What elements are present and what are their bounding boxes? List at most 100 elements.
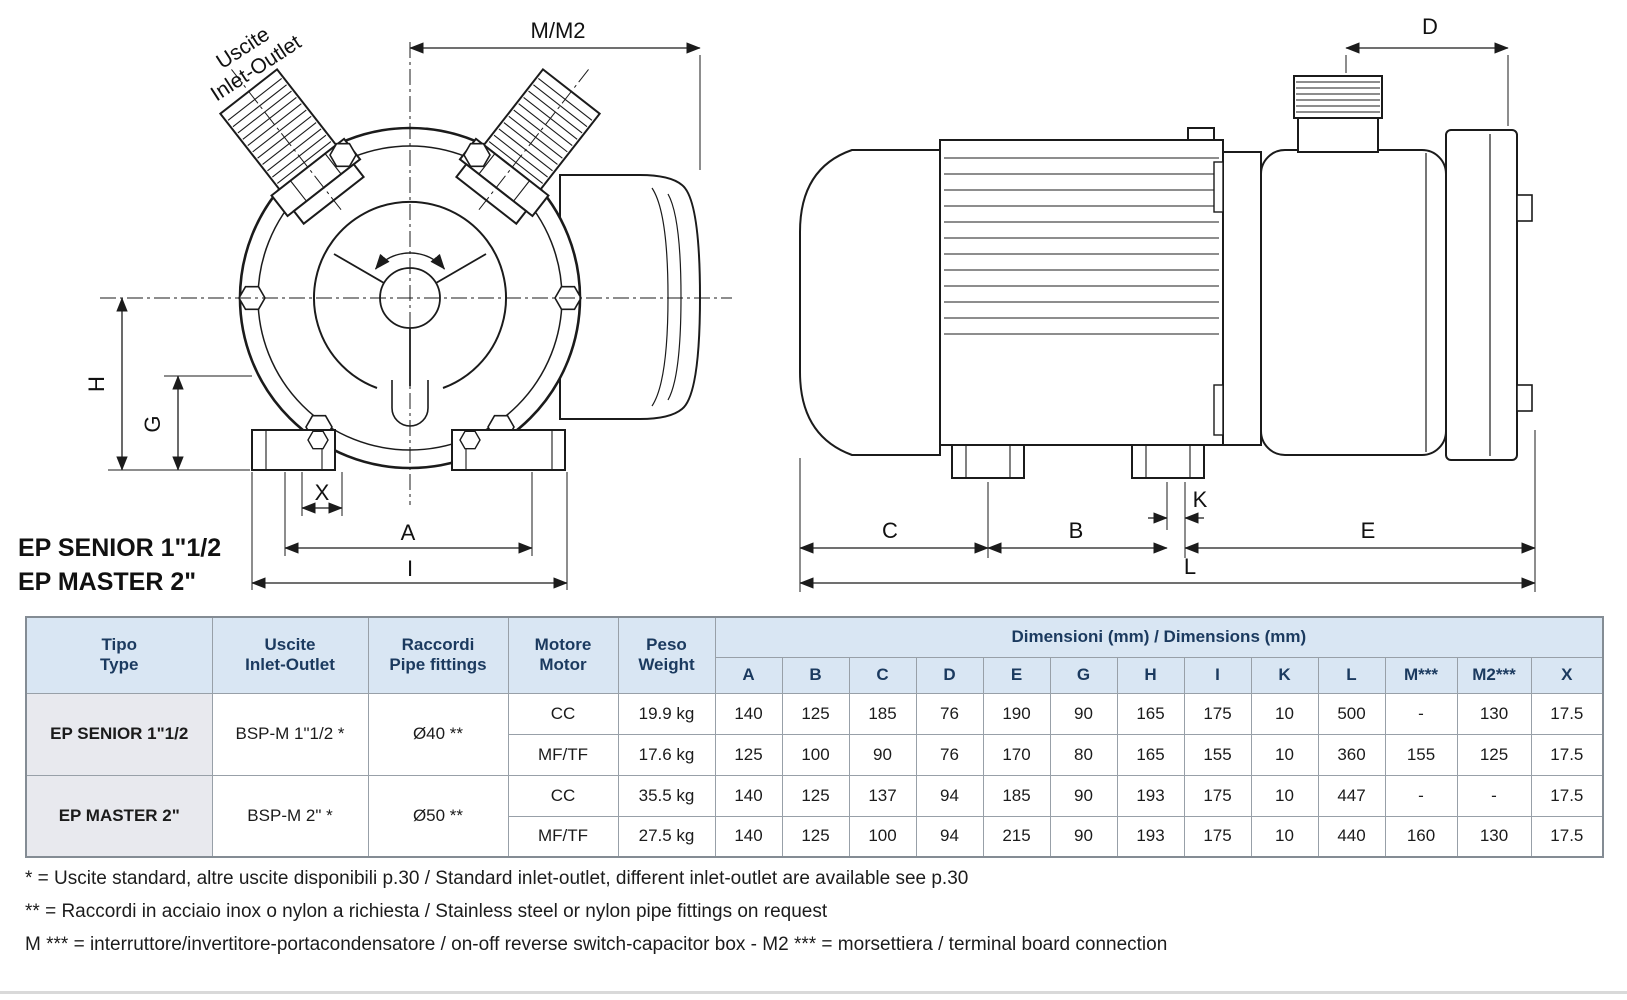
table-header-row-dims: A B C D E G H I K L M*** M2*** X (26, 656, 1604, 694)
cell-dim: 360 (1317, 733, 1386, 776)
footnote-pipe-fittings: ** = Raccordi in acciaio inox o nylon a … (25, 901, 828, 922)
dimension-lines-side (799, 42, 1536, 592)
table-row: MF/TF 27.5 kg 140 125 100 94 215 90 193 … (26, 815, 1604, 858)
cell-motor: MF/TF (507, 733, 619, 776)
dim-label-x: X (315, 480, 330, 505)
front-view-drawing: Uscite Inlet-Outlet M/M2 H G X A I EP SE… (18, 18, 732, 596)
cell-dim: 185 (848, 692, 917, 735)
cell-inlet-outlet-master: BSP-M 2" * (211, 774, 369, 858)
header-tipo-it: Tipo (101, 635, 138, 655)
cell-dim: 175 (1183, 692, 1252, 735)
cell-dim: 165 (1116, 692, 1185, 735)
cell-dim: 100 (781, 733, 850, 776)
dim-label-i: I (407, 556, 413, 581)
dim-label-a: A (401, 520, 416, 545)
cell-dim: - (1456, 774, 1532, 817)
cell-dim: 140 (714, 815, 783, 858)
cell-dim: 155 (1183, 733, 1252, 776)
dim-col-i: I (1183, 656, 1252, 694)
header-uscite-en: Inlet-Outlet (245, 655, 335, 675)
cell-dim: 90 (1049, 774, 1118, 817)
cell-dim: 94 (915, 774, 984, 817)
cell-dim: 160 (1384, 815, 1458, 858)
dim-col-d: D (915, 656, 984, 694)
dim-col-l: L (1317, 656, 1386, 694)
footnotes: * = Uscite standard, altre uscite dispon… (25, 868, 1167, 967)
cell-dim: 125 (781, 774, 850, 817)
cell-dim: 140 (714, 774, 783, 817)
cell-dim: 125 (1456, 733, 1532, 776)
cell-weight: 19.9 kg (617, 692, 716, 735)
top-port-side (1293, 75, 1383, 153)
cell-dim: 190 (982, 692, 1051, 735)
dim-col-m2: M2*** (1456, 656, 1532, 694)
dim-col-c: C (848, 656, 917, 694)
cell-type-master: EP MASTER 2" (25, 774, 213, 858)
model-name-master: EP MASTER 2" (18, 568, 196, 596)
cell-type-senior: EP SENIOR 1"1/2 (25, 692, 213, 776)
footnote-standard-outlets: * = Uscite standard, altre uscite dispon… (25, 868, 969, 889)
cell-inlet-outlet-senior: BSP-M 1"1/2 * (211, 692, 369, 776)
cell-dim: 100 (848, 815, 917, 858)
dim-col-b: B (781, 656, 850, 694)
cell-dim: 17.5 (1530, 692, 1604, 735)
cell-dim: 125 (714, 733, 783, 776)
cell-dim: 170 (982, 733, 1051, 776)
cell-weight: 17.6 kg (617, 733, 716, 776)
centerlines-front (100, 42, 732, 505)
side-view-drawing: D C B K E L (799, 14, 1536, 592)
cell-dim: 90 (848, 733, 917, 776)
dim-label-d: D (1422, 14, 1438, 39)
dim-col-a: A (714, 656, 783, 694)
cell-dim: 130 (1456, 692, 1532, 735)
header-peso-it: Peso (646, 635, 687, 655)
dim-label-g: G (140, 415, 165, 432)
header-raccordi-en: Pipe fittings (389, 655, 487, 675)
cell-weight: 27.5 kg (617, 815, 716, 858)
table-row: EP MASTER 2" BSP-M 2" * Ø50 ** CC 35.5 k… (25, 774, 1604, 858)
cell-dim: 90 (1049, 815, 1118, 858)
cell-dim: 447 (1317, 774, 1386, 817)
dim-label-k: K (1193, 487, 1208, 512)
cell-motor: CC (507, 774, 619, 817)
header-peso-en: Weight (638, 655, 695, 675)
technical-drawings: Uscite Inlet-Outlet M/M2 H G X A I EP SE… (18, 14, 1536, 596)
pump-casing-side (1260, 149, 1447, 456)
cell-dim: 165 (1116, 733, 1185, 776)
footnote-switch-terminal: M *** = interruttore/invertitore-portaco… (25, 934, 1168, 955)
dim-col-k: K (1250, 656, 1319, 694)
cell-dim: 175 (1183, 774, 1252, 817)
cell-dim: 175 (1183, 815, 1252, 858)
cell-dim: 140 (714, 692, 783, 735)
cell-dim: 185 (982, 774, 1051, 817)
cell-dim: 76 (915, 733, 984, 776)
header-raccordi-it: Raccordi (401, 635, 475, 655)
cell-dim: 17.5 (1530, 774, 1604, 817)
fan-cover-side (799, 149, 941, 456)
dim-col-g: G (1049, 656, 1118, 694)
cell-dim: 17.5 (1530, 733, 1604, 776)
dim-label-h: H (84, 376, 109, 392)
dim-col-x: X (1530, 656, 1604, 694)
header-uscite-it: Uscite (264, 635, 316, 655)
dimension-lines-front (108, 42, 701, 590)
cell-dim: 90 (1049, 692, 1118, 735)
cell-dim: 10 (1250, 692, 1319, 735)
cell-weight: 35.5 kg (617, 774, 716, 817)
front-motor-rear (559, 174, 702, 420)
cell-dim: 125 (781, 692, 850, 735)
bottom-divider (0, 991, 1627, 994)
dim-label-e: E (1361, 518, 1376, 543)
cell-dim: 440 (1317, 815, 1386, 858)
motor-body-side (939, 127, 1224, 446)
cell-dim: - (1384, 774, 1458, 817)
cell-dim: - (1384, 692, 1458, 735)
cell-dim: 10 (1250, 774, 1319, 817)
cell-dim: 500 (1317, 692, 1386, 735)
cell-dim: 10 (1250, 733, 1319, 776)
